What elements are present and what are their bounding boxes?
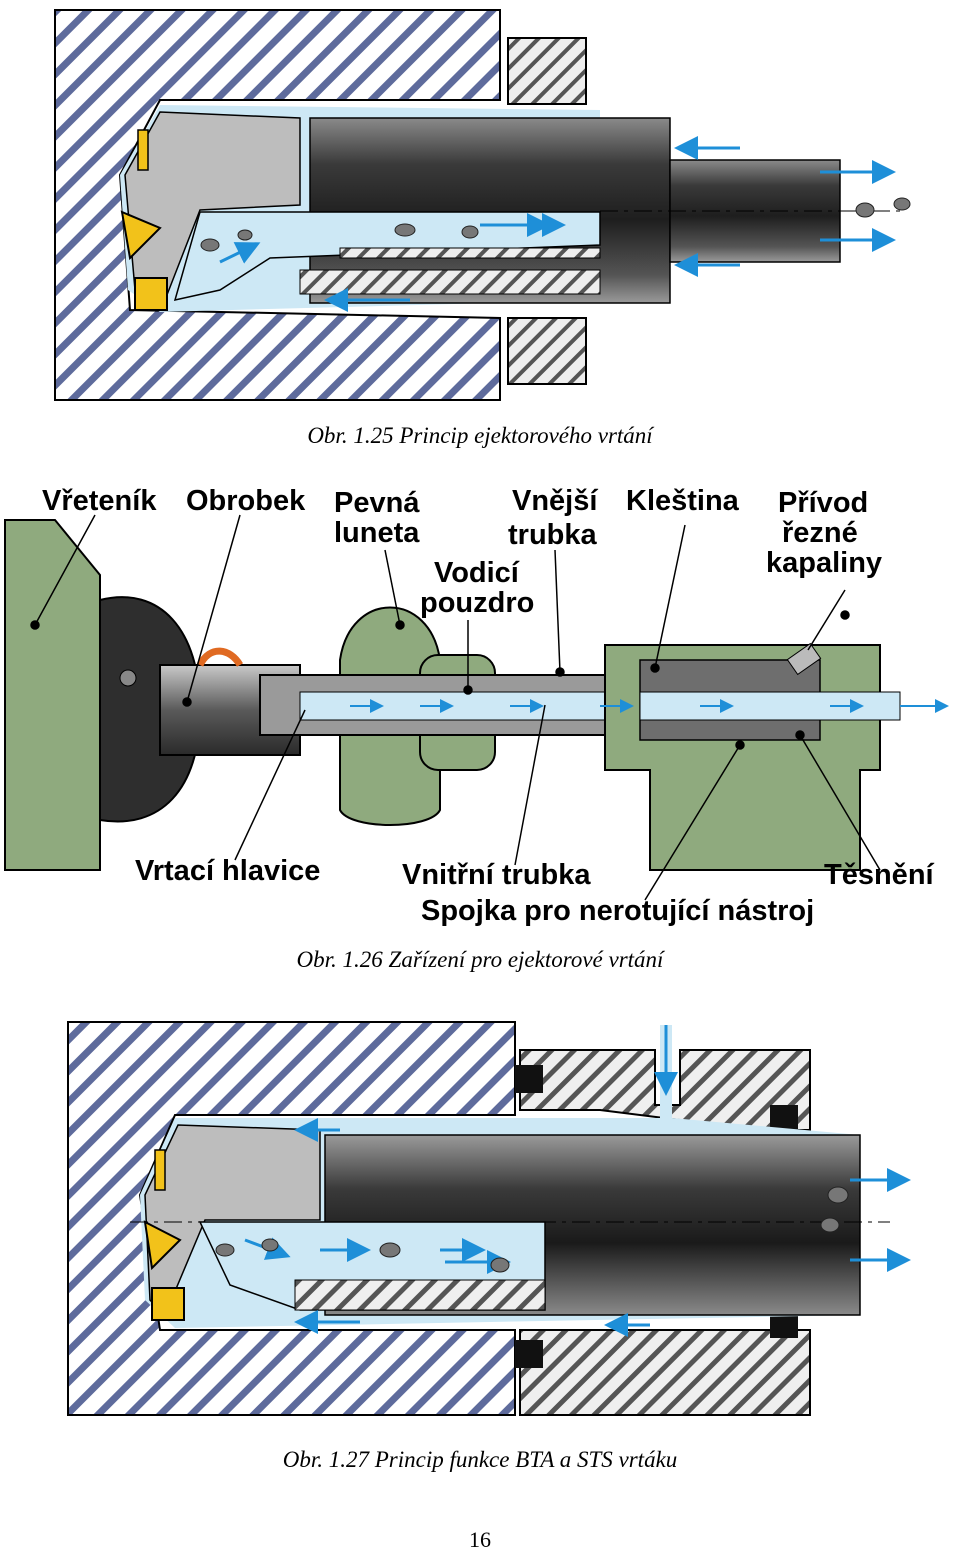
ejector-drilling-principle-diagram bbox=[54, 9, 911, 401]
label-privod-3: kapaliny bbox=[766, 547, 882, 579]
label-vreteník: Vřeteník bbox=[42, 485, 157, 517]
workpiece-rotation-arrow bbox=[196, 647, 244, 668]
chips bbox=[215, 1186, 849, 1273]
drill-head bbox=[124, 111, 301, 301]
inner-tube-wall bbox=[339, 247, 601, 259]
figure-caption-2: Obr. 1.26 Zařízení pro ejektorové vrtání bbox=[296, 947, 664, 972]
chips bbox=[200, 197, 911, 252]
coolant-inner bbox=[639, 691, 901, 721]
figure-caption-1: Obr. 1.25 Princip ejektorového vrtání bbox=[307, 423, 653, 448]
inner-tube bbox=[173, 211, 601, 302]
label-vnitrni-trubka: Vnitřní trubka bbox=[402, 859, 591, 891]
label-pevna-1: Pevná bbox=[334, 487, 420, 519]
leader-lines bbox=[30, 514, 881, 901]
label-tesneni: Těsnění bbox=[824, 859, 935, 891]
seal-bottom-a bbox=[515, 1340, 543, 1368]
bushing-bottom bbox=[507, 317, 587, 385]
cutting-insert-2 bbox=[134, 277, 168, 311]
label-vnejsi-1: Vnější bbox=[512, 485, 598, 517]
coolant-arrows bbox=[244, 1025, 911, 1337]
figure-caption-3: Obr. 1.27 Princip funkce BTA a STS vrták… bbox=[282, 1447, 678, 1472]
label-privod-1: Přívod bbox=[778, 487, 868, 519]
cutting-insert-2 bbox=[151, 1287, 185, 1321]
label-spojka: Spojka pro nerotující nástroj bbox=[421, 895, 814, 927]
label-vodici-1: Vodicí bbox=[434, 557, 520, 589]
chuck-bolt bbox=[119, 669, 137, 687]
drill-head bbox=[144, 1124, 321, 1317]
label-obrobek: Obrobek bbox=[186, 485, 306, 517]
tube-wall bbox=[294, 1279, 546, 1311]
seal-top-left bbox=[515, 1065, 543, 1093]
label-klestina: Kleština bbox=[626, 485, 740, 517]
bta-sts-drill-principle-diagram bbox=[67, 1021, 911, 1416]
coolant-arrows bbox=[219, 136, 896, 312]
label-vrtaci-hlavice: Vrtací hlavice bbox=[135, 855, 320, 887]
ejector-drilling-setup-diagram: Vřeteník Obrobek Pevná luneta Vodicí pou… bbox=[4, 485, 949, 927]
coolant-inlet-nozzle bbox=[786, 642, 822, 676]
label-privod-2: řezné bbox=[782, 517, 858, 549]
label-pevna-2: luneta bbox=[334, 517, 420, 549]
headstock bbox=[4, 519, 101, 871]
pressure-head-bottom bbox=[519, 1329, 811, 1416]
page-number: 16 bbox=[469, 1527, 491, 1552]
cutting-insert-1 bbox=[120, 210, 162, 261]
guide-pad bbox=[137, 129, 149, 171]
guide-pad bbox=[154, 1149, 166, 1191]
outer-tube-wall bbox=[299, 269, 601, 295]
bushing-top bbox=[507, 37, 587, 105]
label-vnejsi-2: trubka bbox=[508, 519, 598, 551]
cutting-insert-1 bbox=[143, 1220, 182, 1271]
label-vodici-2: pouzdro bbox=[420, 587, 534, 619]
